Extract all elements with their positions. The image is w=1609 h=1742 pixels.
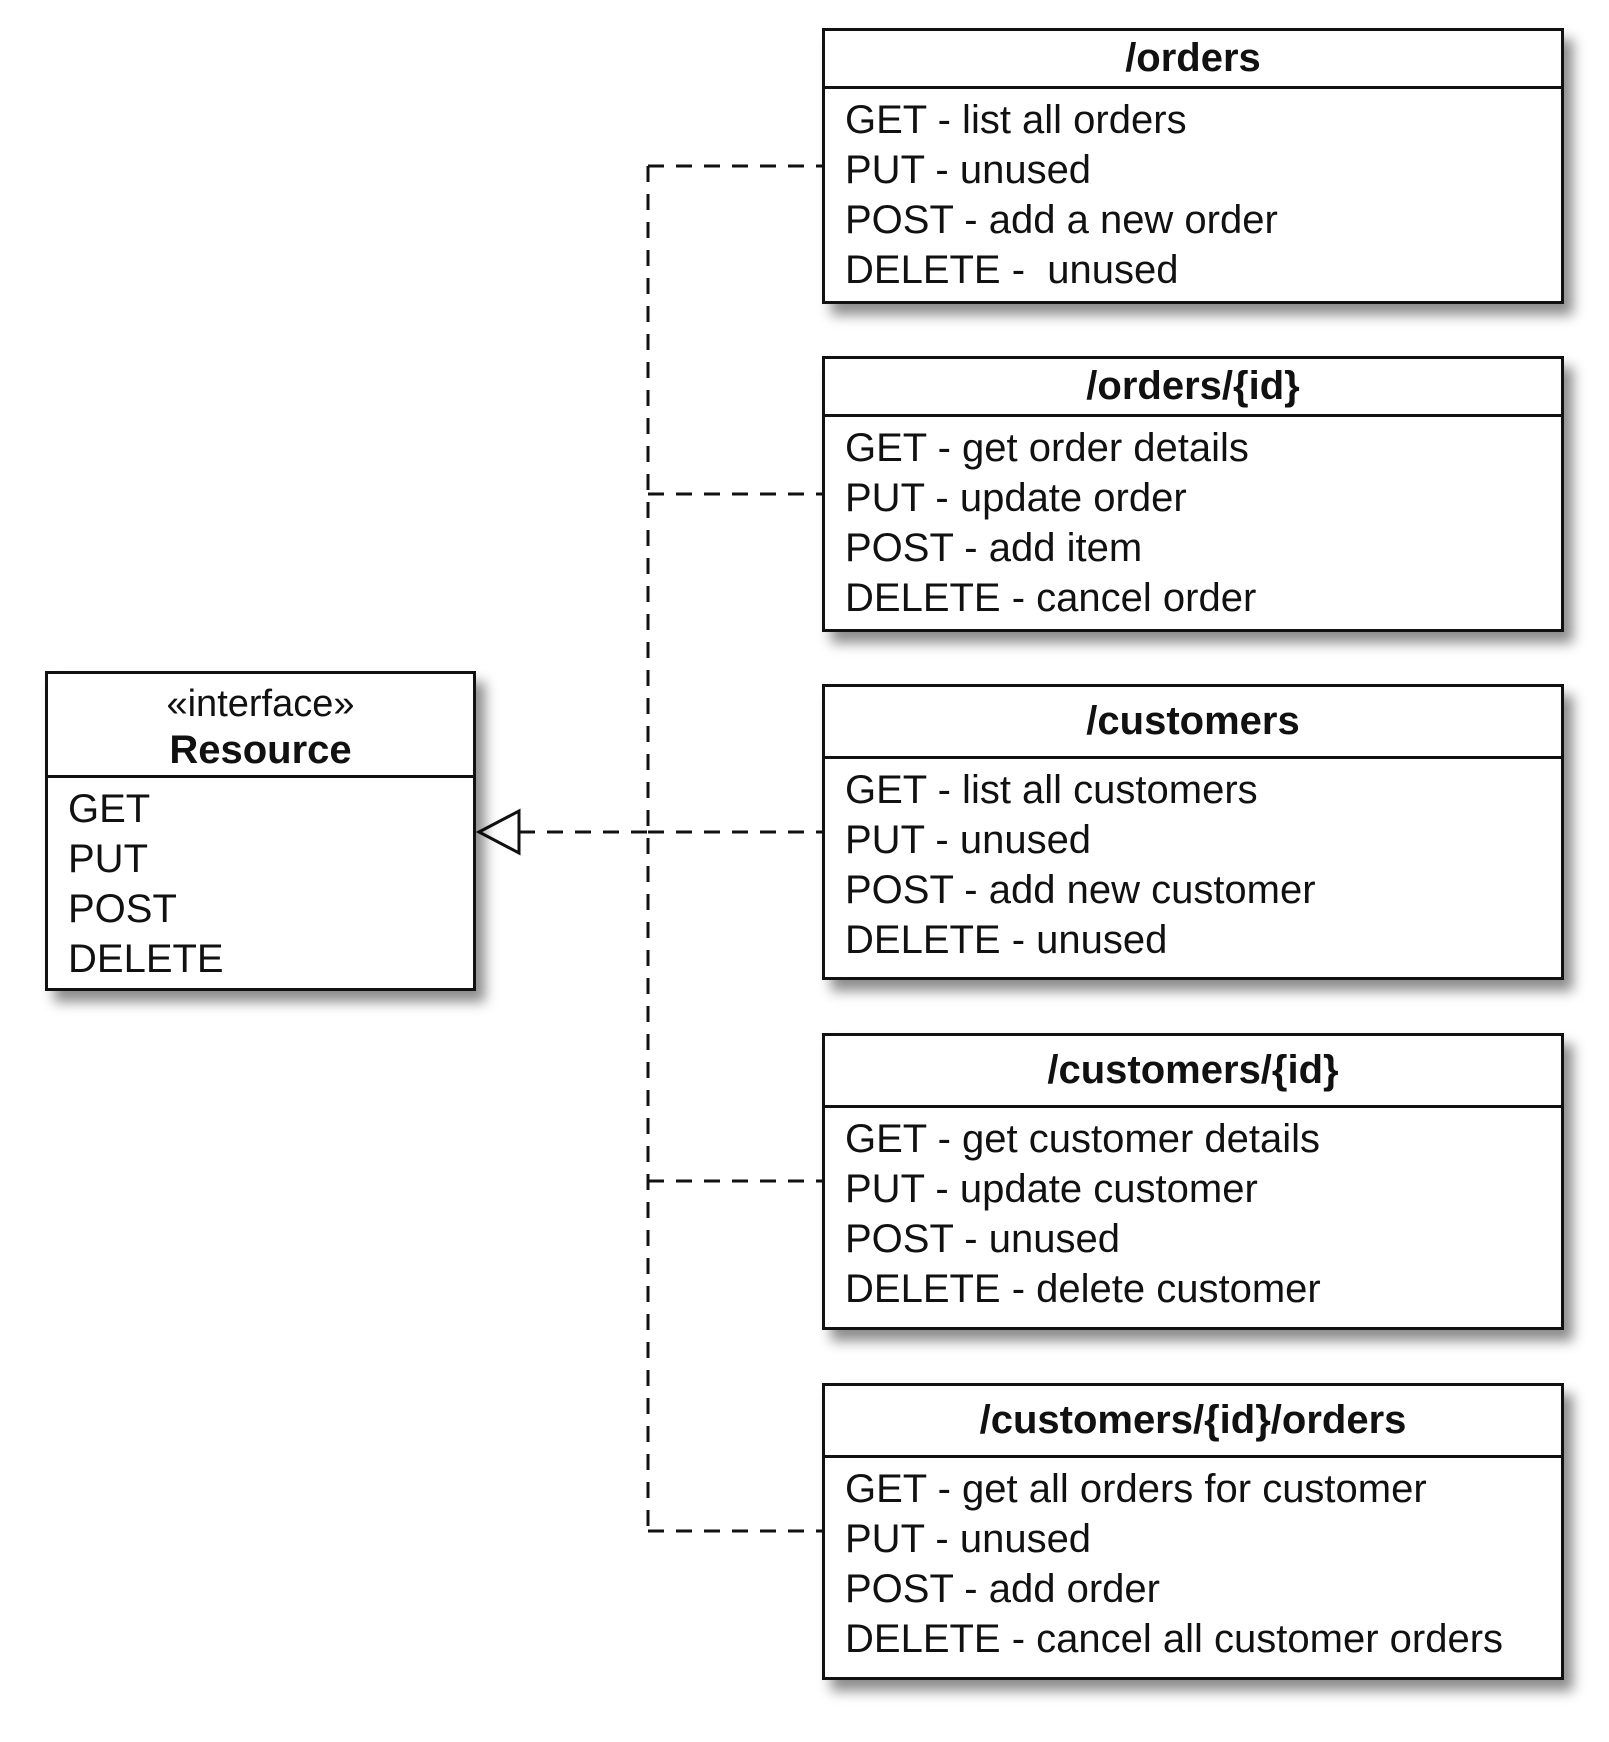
resource-title: /customers	[825, 687, 1561, 759]
resource-method: POST - add new customer	[845, 868, 1316, 912]
resource-method: DELETE - cancel all customer orders	[845, 1617, 1504, 1661]
resource-title: /orders	[825, 31, 1561, 89]
resource-method: POST - add item	[845, 526, 1143, 570]
resource-method: POST - add a new order	[845, 198, 1278, 242]
resource-method: GET - list all customers	[845, 768, 1258, 812]
resource-method: DELETE - unused	[845, 248, 1179, 292]
resource-title: /orders/{id}	[825, 359, 1561, 417]
resource-method: GET - get order details	[845, 426, 1249, 470]
resource-method: DELETE - delete customer	[845, 1267, 1321, 1311]
resource-method: GET - list all orders	[845, 98, 1187, 142]
resource-method: PUT - unused	[845, 1517, 1092, 1561]
resource-method: DELETE - cancel order	[845, 576, 1257, 620]
interface-name: Resource	[169, 728, 352, 772]
resource-methods: GET - get all orders for customer PUT - …	[825, 1458, 1561, 1664]
resource-methods: GET - get order details PUT - update ord…	[825, 417, 1561, 623]
interface-method: DELETE	[68, 937, 224, 981]
interface-method: POST	[68, 887, 177, 931]
resource-method: GET - get all orders for customer	[845, 1467, 1427, 1511]
resource-method: POST - add order	[845, 1567, 1160, 1611]
interface-method: GET	[68, 787, 151, 831]
resource-method: PUT - update customer	[845, 1167, 1258, 1211]
resource-title: /customers/{id}/orders	[825, 1386, 1561, 1458]
interface-methods: GET PUT POST DELETE	[48, 778, 473, 984]
resource-method: PUT - unused	[845, 148, 1092, 192]
resource-box-orders-id: /orders/{id} GET - get order details PUT…	[822, 356, 1564, 632]
resource-methods: GET - get customer details PUT - update …	[825, 1108, 1561, 1314]
interface-stereotype: «interface»	[166, 683, 355, 725]
resource-method: DELETE - unused	[845, 918, 1168, 962]
resource-box-customers-id-orders: /customers/{id}/orders GET - get all ord…	[822, 1383, 1564, 1680]
resource-method: PUT - update order	[845, 476, 1187, 520]
resource-methods: GET - list all customers PUT - unused PO…	[825, 759, 1561, 965]
interface-header: «interface» Resource	[48, 674, 473, 778]
resource-method: PUT - unused	[845, 818, 1092, 862]
interface-method: PUT	[68, 837, 148, 881]
resource-box-orders: /orders GET - list all orders PUT - unus…	[822, 28, 1564, 304]
realization-arrowhead-icon	[475, 808, 521, 856]
resource-box-customers-id: /customers/{id} GET - get customer detai…	[822, 1033, 1564, 1330]
resource-box-customers: /customers GET - list all customers PUT …	[822, 684, 1564, 980]
resource-method: GET - get customer details	[845, 1117, 1320, 1161]
interface-resource-box: «interface» Resource GET PUT POST DELETE	[45, 671, 476, 991]
resource-methods: GET - list all orders PUT - unused POST …	[825, 89, 1561, 295]
resource-title: /customers/{id}	[825, 1036, 1561, 1108]
resource-method: POST - unused	[845, 1217, 1120, 1261]
